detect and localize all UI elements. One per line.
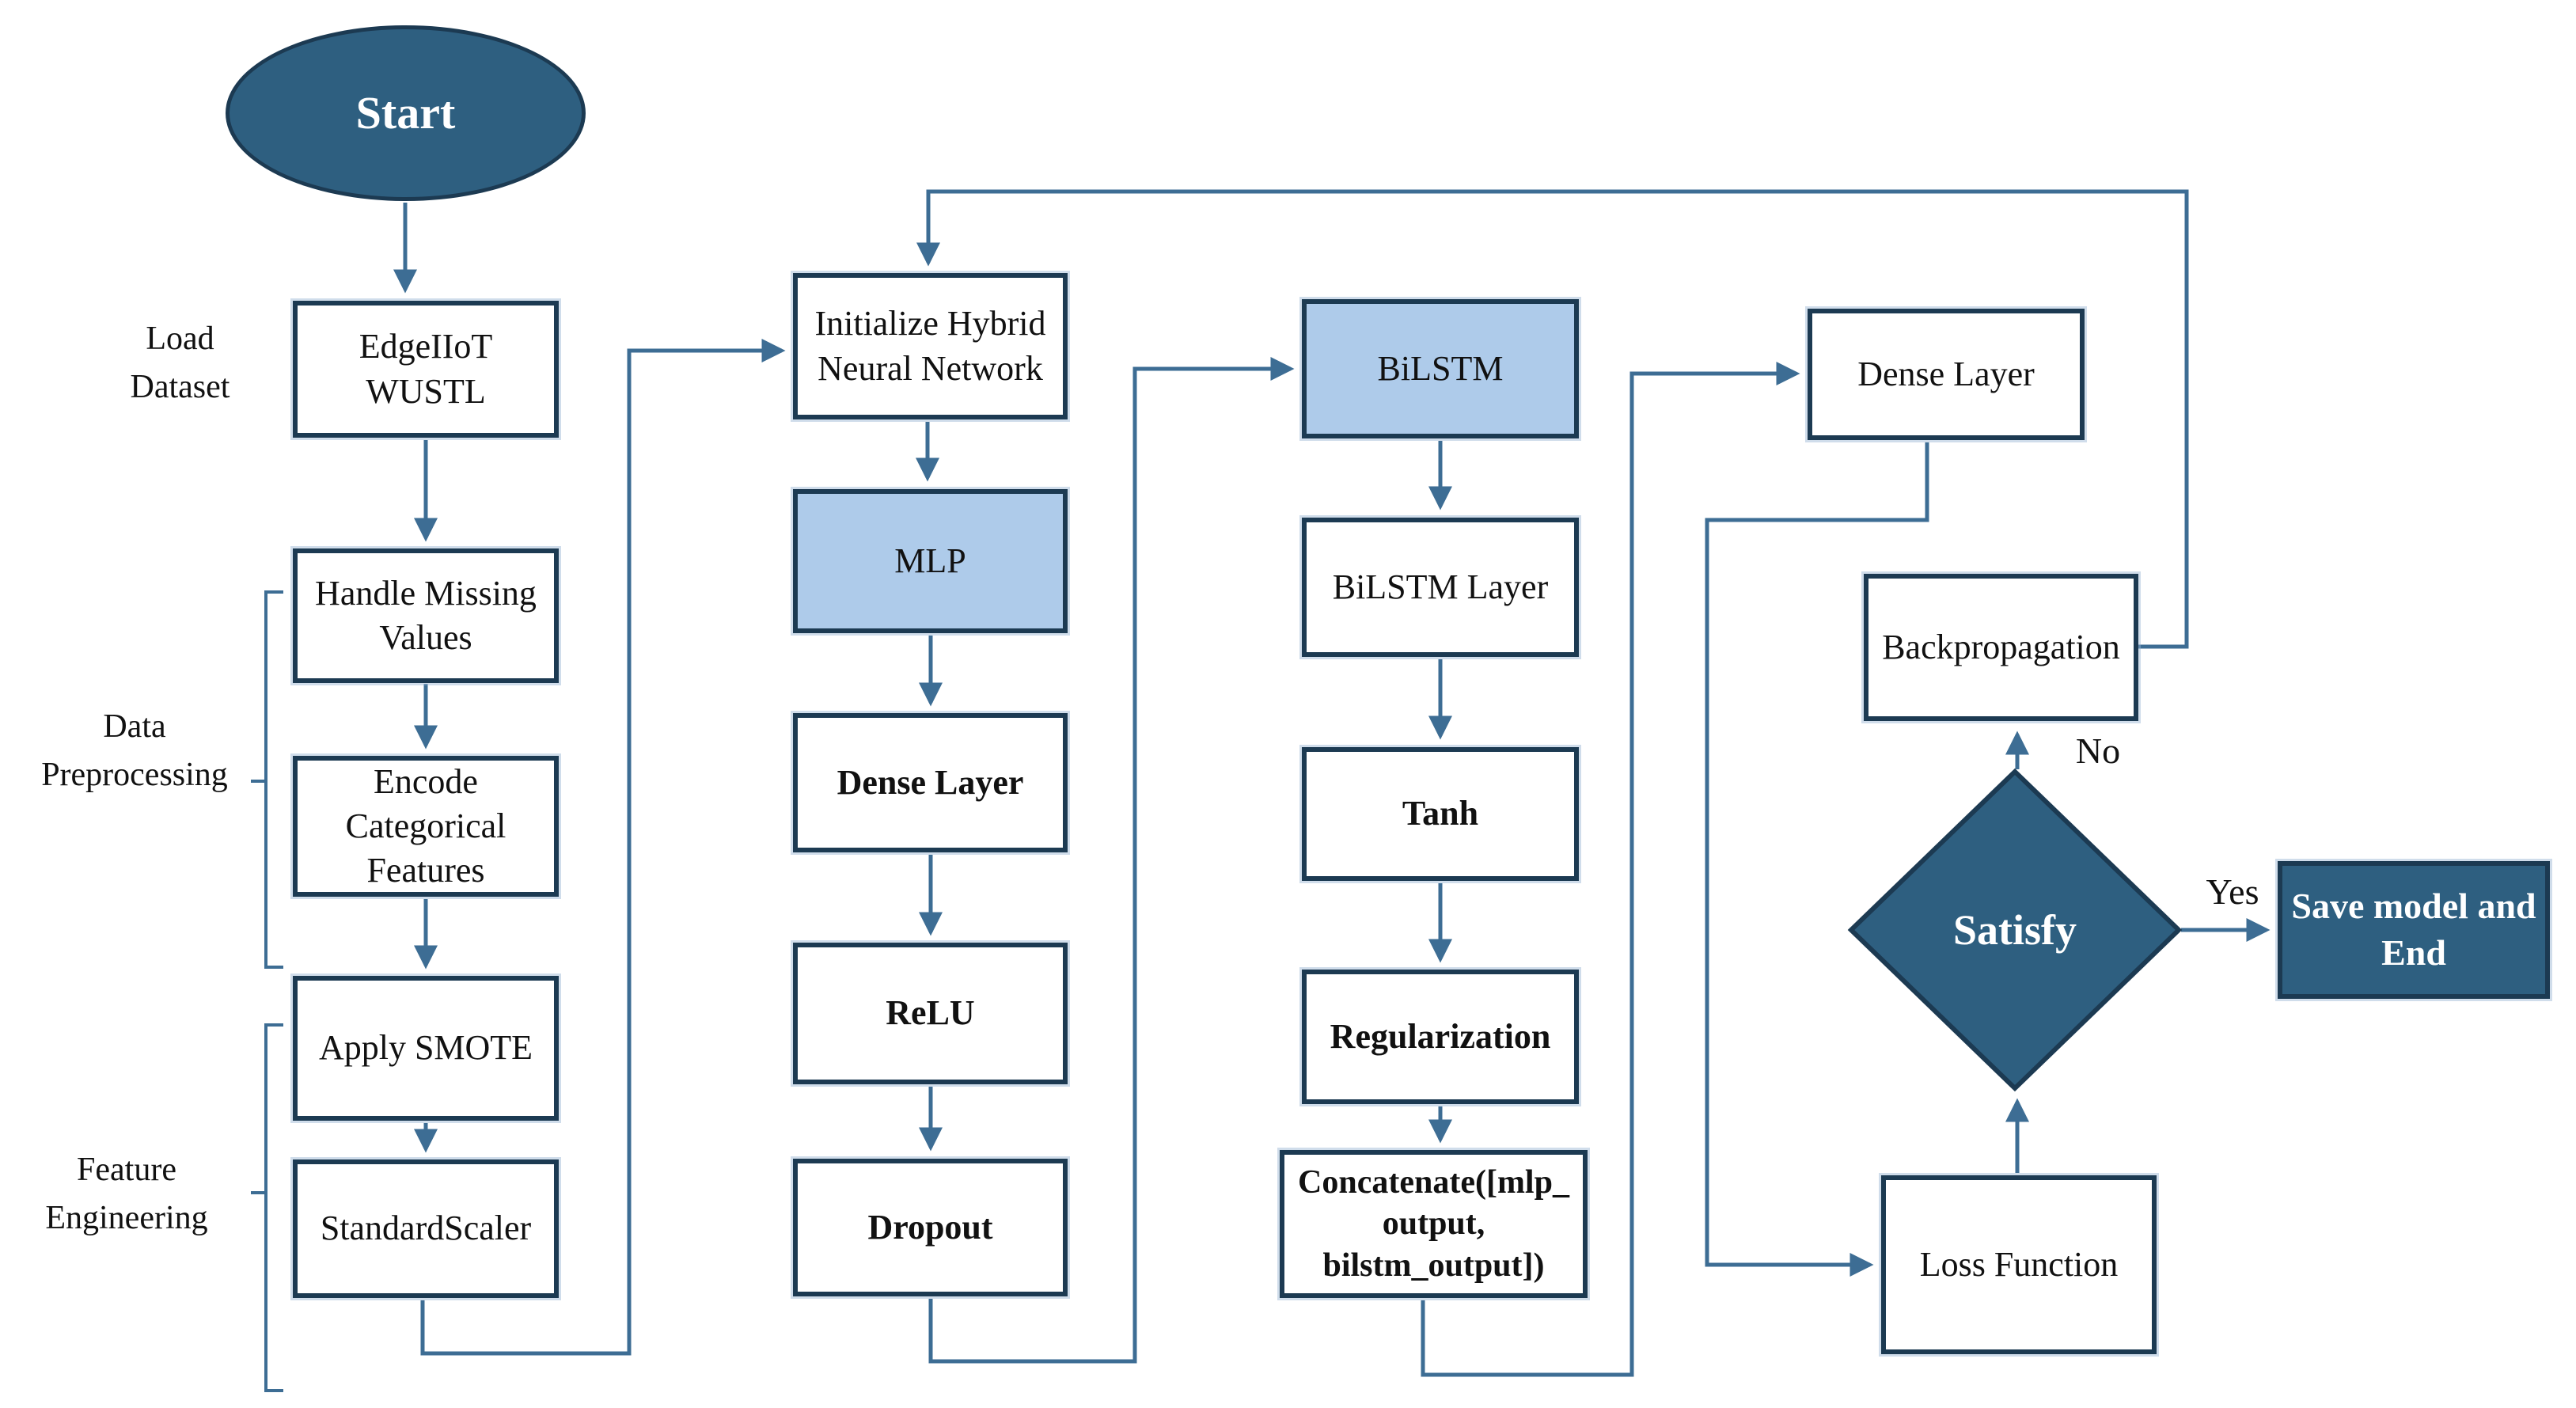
connector-backprop-feedback-to-initialize <box>916 189 2189 649</box>
node-bilstm: BiLSTM <box>1302 299 1579 438</box>
node-relu-label: ReLU <box>886 993 975 1033</box>
node-initialize-hybrid-nn: Initialize Hybrid Neural Network <box>793 273 1068 419</box>
node-regularization-label: Regularization <box>1330 1016 1551 1056</box>
node-start: Start <box>226 25 586 201</box>
node-bilstm-layer-label: BiLSTM Layer <box>1332 567 1549 606</box>
node-dense-layer-mlp: Dense Layer <box>793 713 1068 852</box>
node-concatenate-outputs: Concatenate([mlp_ output, bilstm_output]… <box>1280 1150 1588 1298</box>
connector-dropout-to-bilstm <box>928 357 1295 1364</box>
node-save-model-and-end-label: Save model and End <box>2291 886 2536 973</box>
node-tanh-label: Tanh <box>1402 794 1479 833</box>
node-regularization: Regularization <box>1302 970 1579 1104</box>
node-mlp-label: MLP <box>894 541 966 580</box>
node-edgeiiot-wustl: EdgeIIoT WUSTL <box>293 301 559 438</box>
node-dense-layer-output-label: Dense Layer <box>1857 354 2035 393</box>
node-loss-function: Loss Function <box>1881 1175 2157 1354</box>
node-dense-layer-output: Dense Layer <box>1808 309 2085 440</box>
node-satisfy-decision: Satisfy <box>1904 890 2126 970</box>
node-bilstm-label: BiLSTM <box>1377 348 1504 388</box>
node-initialize-hybrid-nn-label: Initialize Hybrid Neural Network <box>814 304 1046 388</box>
connector-dense-out-to-loss-function <box>1705 442 1929 1277</box>
node-dropout-label: Dropout <box>867 1207 993 1247</box>
connector-concatenate-to-dense-out <box>1421 362 1800 1377</box>
brace-feature-engineering <box>251 1023 283 1392</box>
annotation-load-dataset: Load Dataset <box>130 321 230 405</box>
node-backpropagation-label: Backpropagation <box>1882 627 2120 666</box>
node-bilstm-layer: BiLSTM Layer <box>1302 518 1579 657</box>
node-save-model-and-end: Save model and End <box>2278 861 2550 999</box>
node-satisfy-decision-label: Satisfy <box>1952 906 2077 954</box>
node-standard-scaler: StandardScaler <box>293 1159 559 1298</box>
node-handle-missing-values: Handle Missing Values <box>293 548 559 683</box>
node-backpropagation: Backpropagation <box>1864 574 2138 721</box>
brace-data-preprocessing <box>251 590 283 969</box>
node-handle-missing-values-label: Handle Missing Values <box>315 573 537 657</box>
node-loss-function-label: Loss Function <box>1919 1244 2119 1284</box>
node-edgeiiot-wustl-label: EdgeIIoT WUSTL <box>359 327 493 411</box>
node-dense-layer-mlp-label: Dense Layer <box>837 762 1024 802</box>
satisfy-diamond-shape <box>1847 768 2183 1092</box>
node-concatenate-outputs-label: Concatenate([mlp_ output, bilstm_output]… <box>1298 1163 1569 1284</box>
annotation-data-preprocessing: Data Preprocessing <box>41 708 228 793</box>
node-tanh: Tanh <box>1302 747 1579 881</box>
edge-label-yes: Yes <box>2206 871 2259 912</box>
node-dropout: Dropout <box>793 1159 1068 1296</box>
node-standard-scaler-label: StandardScaler <box>320 1209 532 1248</box>
annotation-feature-engineering: Feature Engineering <box>45 1152 208 1236</box>
edge-label-no: No <box>2075 731 2121 771</box>
node-apply-smote: Apply SMOTE <box>293 976 559 1121</box>
node-start-label: Start <box>355 86 456 139</box>
connector-standard-scaler-to-initialize <box>420 339 786 1356</box>
node-relu: ReLU <box>793 943 1068 1084</box>
node-mlp: MLP <box>793 489 1068 633</box>
node-encode-categorical-features: Encode Categorical Features <box>293 756 559 897</box>
node-encode-categorical-features-label: Encode Categorical Features <box>345 761 506 890</box>
node-apply-smote-label: Apply SMOTE <box>318 1028 533 1068</box>
